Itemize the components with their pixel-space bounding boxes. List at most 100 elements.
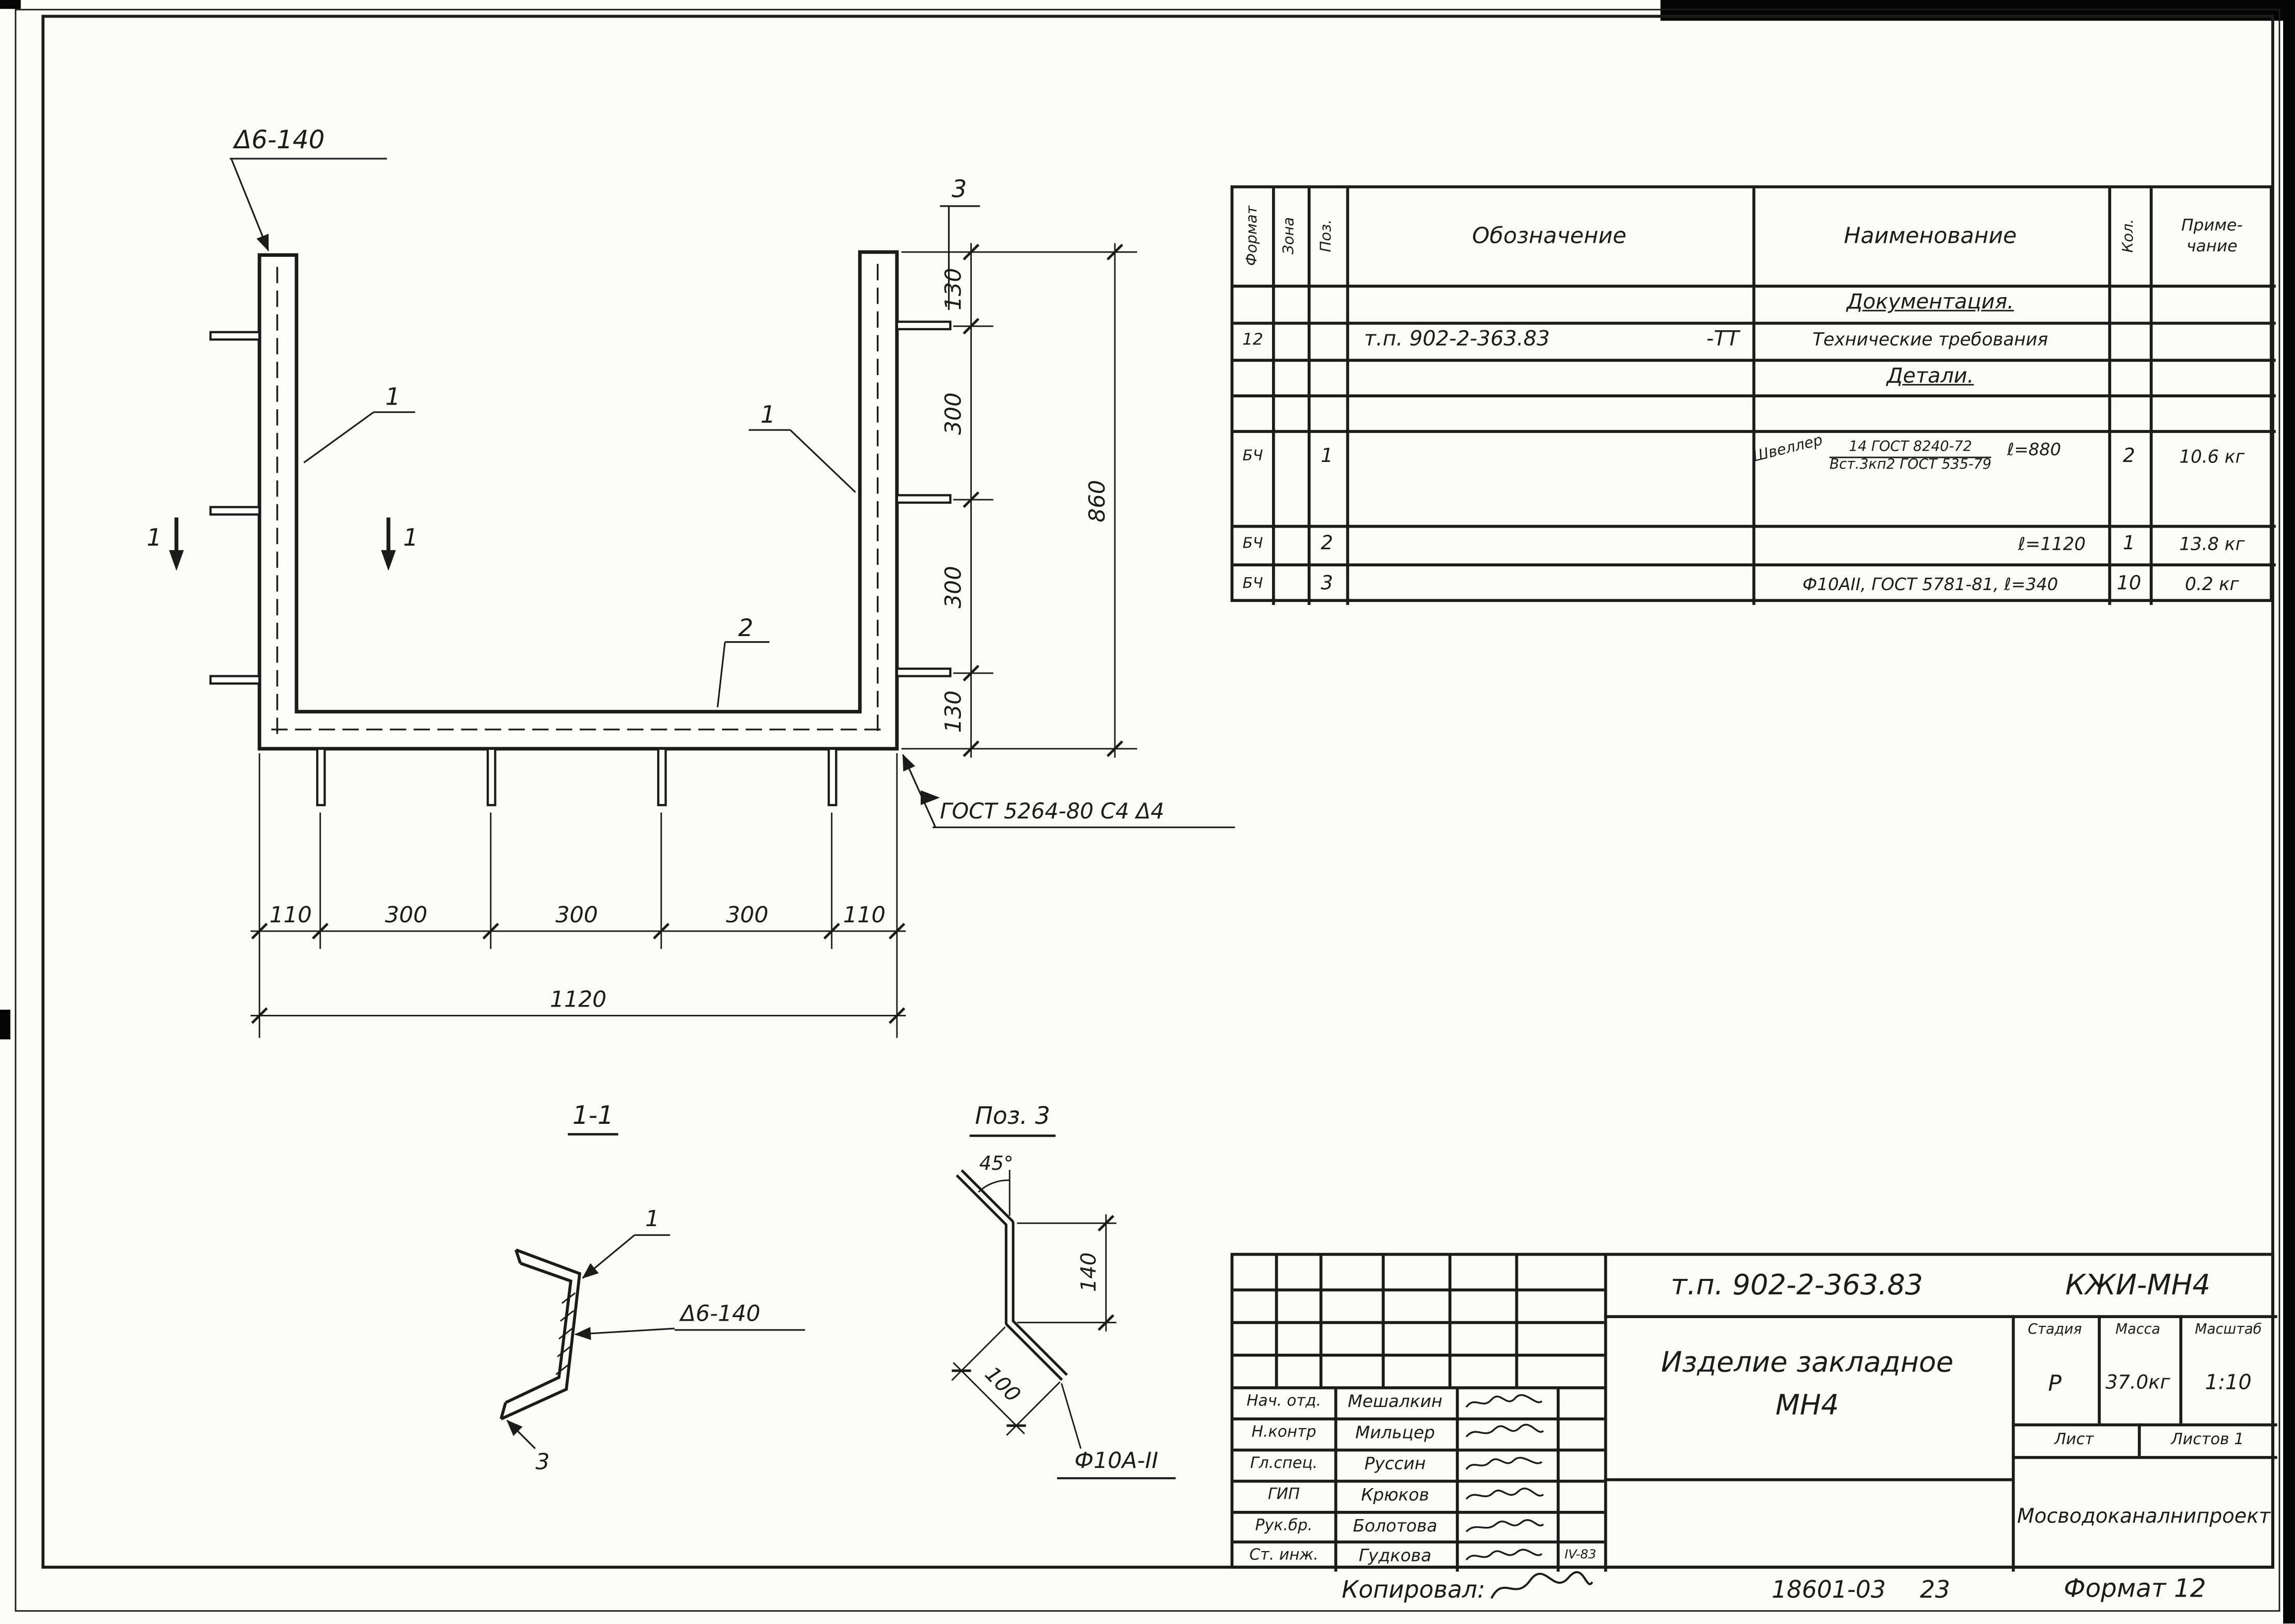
scan-artifact	[2283, 0, 2295, 1624]
col-header-poz: Поз.	[1319, 219, 1335, 253]
section-1-1-view: 1-1 1 Δ6-140 3	[500, 1101, 805, 1475]
spec-cell-qty: 2	[2122, 445, 2135, 468]
signature-name: Руссин	[1364, 1453, 1426, 1474]
grid-line	[1448, 1256, 1451, 1386]
dim-label: 110	[843, 902, 886, 928]
signature-scribble-icon	[1465, 1549, 1543, 1560]
pos3-callout: 3	[952, 175, 967, 203]
signature-name: Мильцер	[1355, 1421, 1435, 1443]
stage-header: Стадия	[2027, 1322, 2082, 1338]
weld-size-label: Δ6-140	[232, 125, 324, 154]
dimension-lines	[250, 243, 1137, 1038]
col-header-oboznachenie: Обозначение	[1472, 222, 1626, 250]
signature-scribble-icon	[1465, 1424, 1544, 1437]
spec-cell-format: БЧ	[1243, 576, 1263, 593]
fraction-denominator: Вст.3кп2 ГОСТ 535-79	[1829, 456, 1992, 473]
grid-line	[1233, 359, 2276, 361]
detail-dimension-lines	[951, 1170, 1117, 1449]
col-header-zona: Зона	[1281, 217, 1298, 255]
detail-title: Поз. 3	[975, 1102, 1050, 1130]
spec-cell-note: 13.8 кг	[2179, 534, 2245, 555]
spec-cell-note: 0.2 кг	[2184, 574, 2239, 595]
section-callout-leaders	[506, 1234, 805, 1449]
product-name-line1: Изделие закладное	[1661, 1346, 1953, 1379]
grid-line	[1233, 430, 2276, 432]
grid-line	[2011, 1456, 2277, 1459]
grid-line	[1233, 394, 2276, 397]
spec-cell-poz: 3	[1321, 573, 1333, 596]
grid-line	[1382, 1256, 1384, 1386]
fraction-numerator: 14 ГОСТ 8240-72	[1829, 439, 1992, 458]
grid-line	[2137, 1423, 2141, 1456]
organization-name: Мосводоканалнипроект	[2017, 1505, 2271, 1529]
mass-value: 37.0кг	[2105, 1372, 2170, 1395]
dim-label: 300	[726, 902, 768, 928]
sheet-label: Лист	[2054, 1431, 2094, 1449]
col-header-prim-2: чание	[2186, 236, 2238, 256]
pos1-callout: 1	[385, 382, 400, 410]
spec-cell-length: ℓ=880	[2007, 439, 2061, 460]
spec-cell-format: 12	[1242, 330, 1263, 349]
scan-artifact	[0, 0, 21, 9]
signature-name: Болотова	[1353, 1515, 1437, 1536]
spec-cell-qty: 10	[2116, 573, 2142, 596]
signature-role: ГИП	[1267, 1486, 1300, 1504]
signature-name: Мешалкин	[1347, 1390, 1443, 1412]
document-designation: т.п. 902-2-363.83	[1670, 1269, 1923, 1302]
grid-line	[1233, 1540, 1604, 1543]
dim-label: 300	[385, 902, 427, 928]
scan-artifact	[0, 1010, 11, 1040]
drawing-frame	[41, 14, 2274, 1569]
spec-cell-format: БЧ	[1243, 448, 1263, 465]
spec-cell-poz: 2	[1321, 533, 1333, 555]
grid-line	[2098, 1315, 2100, 1424]
title-block: т.п. 902-2-363.83 КЖИ-МН4 Изделие заклад…	[1230, 1252, 2277, 1572]
detail-pos3-view: Поз. 3 45° 140 100 Ф10А-II	[951, 1102, 1176, 1479]
spec-cell-note: 10.6 кг	[2179, 446, 2245, 467]
signature-role: Ст. инж.	[1249, 1546, 1319, 1565]
section-arrow	[169, 550, 184, 571]
spec-table: Формат Зона Поз. Обозначение Наименовани…	[1230, 185, 2276, 605]
hidden-centerlines	[271, 264, 888, 739]
grid-line	[1604, 1478, 2012, 1481]
pos1-callout: 1	[761, 400, 776, 428]
main-view-drawing: 130 300 300 130 860 110 300 300 300 110 …	[147, 125, 1235, 1038]
pos2-callout: 2	[738, 614, 753, 642]
signature-role: Н.контр	[1251, 1423, 1316, 1442]
signature-scribble-icon	[1465, 1394, 1543, 1408]
spec-cell-qty: 1	[2122, 533, 2135, 555]
grid-line	[1455, 1386, 1459, 1572]
grid-line	[1233, 321, 2276, 324]
spec-cell-material-word: Швеллер	[1751, 432, 1825, 466]
section-letter-label: 1	[147, 523, 162, 551]
sheets-label: Листов 1	[2171, 1431, 2244, 1449]
dimension-ticks	[251, 243, 1123, 1024]
dim-label: 300	[940, 393, 966, 435]
dim-label: 300	[555, 902, 598, 928]
stage-value: Р	[2048, 1370, 2062, 1397]
u-channel-outline	[257, 250, 899, 751]
scale-header: Масштаб	[2195, 1322, 2262, 1338]
detail-dimension-ticks	[952, 1215, 1114, 1427]
dim-label: 130	[940, 268, 966, 310]
grid-line	[2011, 1315, 2014, 1572]
section-arrow	[381, 550, 396, 571]
grid-line	[1515, 1256, 1518, 1386]
document-number: 18601-03	[1772, 1575, 1886, 1604]
angle-label: 45°	[979, 1152, 1013, 1174]
signature-scribble-icon	[1465, 1487, 1544, 1500]
spec-cell-designation: т.п. 902-2-363.83	[1363, 328, 1550, 352]
weld-gost-note: ГОСТ 5264-80 С4 Δ4	[940, 798, 1164, 824]
col-header-prim-1: Приме-	[2181, 215, 2243, 235]
grid-line	[1233, 1288, 1604, 1291]
spec-cell-designation-suffix: -ТТ	[1706, 328, 1740, 352]
pos1-callout: 1	[645, 1206, 659, 1232]
callout-labels: 1 1 1 1 2 3	[147, 175, 967, 642]
signature-scribble-icon	[1465, 1519, 1544, 1533]
grid-line	[1334, 1386, 1337, 1572]
spec-cell-format: БЧ	[1243, 536, 1263, 552]
dim-label-total-height: 860	[1084, 480, 1110, 522]
spec-section-details: Детали.	[1886, 364, 1974, 389]
grid-line	[1233, 1511, 1604, 1513]
